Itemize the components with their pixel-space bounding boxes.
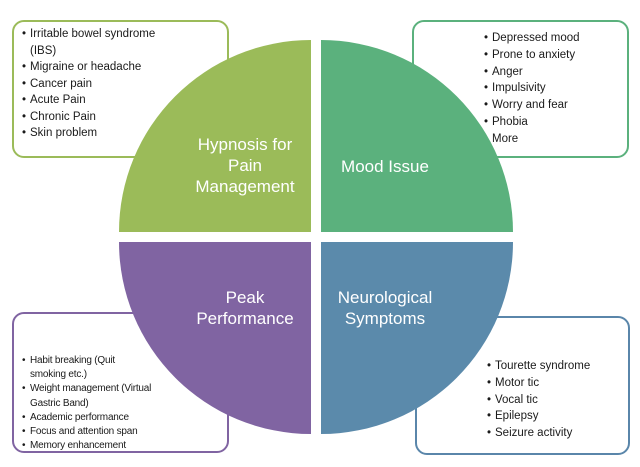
list-item: Depressed mood: [484, 30, 580, 47]
list-item: Prone to anxiety: [484, 47, 580, 64]
label-line: Peak: [225, 288, 265, 307]
list-item: Epilepsy: [487, 408, 590, 425]
pain-conditions-list: Irritable bowel syndrome (IBS) Migraine …: [22, 26, 182, 142]
quadrant-peak-performance: [119, 242, 311, 434]
label-peak-performance: Peak Performance: [180, 287, 310, 329]
list-item: Anger: [484, 64, 580, 81]
label-neurological-symptoms: Neurological Symptoms: [325, 287, 445, 329]
list-item: Irritable bowel syndrome (IBS): [22, 26, 182, 59]
label-line: Neurological: [337, 288, 433, 307]
list-item: Vocal tic: [487, 392, 590, 409]
label-line: Pain: [227, 156, 263, 175]
neurological-symptoms-list: Tourette syndrome Motor tic Vocal tic Ep…: [487, 358, 590, 442]
list-item: Weight management (Virtual Gastric Band): [22, 382, 152, 410]
label-mood-issue: Mood Issue: [330, 156, 440, 177]
list-item: Impulsivity: [484, 80, 580, 97]
label-pain-management: Hypnosis for Pain Management: [180, 134, 310, 197]
list-item: Acute Pain: [22, 92, 182, 109]
mood-issues-list: Depressed mood Prone to anxiety Anger Im…: [484, 30, 580, 148]
label-line: Hypnosis for: [197, 135, 293, 154]
list-item: Cancer pain: [22, 76, 182, 93]
list-item: Skin problem: [22, 125, 182, 142]
list-item: Focus and attention span: [22, 425, 152, 439]
list-item: Seizure activity: [487, 425, 590, 442]
quadrant-mood-issue: [321, 40, 513, 232]
list-item: Tourette syndrome: [487, 358, 590, 375]
list-item: Chronic Pain: [22, 109, 182, 126]
peak-performance-list: Habit breaking (Quit smoking etc.) Weigh…: [22, 354, 152, 454]
list-item: Phobia: [484, 114, 580, 131]
label-line: Mood Issue: [341, 157, 429, 176]
quadrant-neurological-symptoms: [321, 242, 513, 434]
list-item: Migraine or headache: [22, 59, 182, 76]
label-line: Symptoms: [344, 309, 426, 328]
label-line: Management: [195, 177, 295, 196]
list-item: Worry and fear: [484, 97, 580, 114]
quadrant-pain-management: [119, 40, 311, 232]
list-item: Memory enhancement: [22, 439, 152, 453]
list-item: Habit breaking (Quit smoking etc.): [22, 354, 152, 382]
list-item: Academic performance: [22, 411, 152, 425]
label-line: Performance: [196, 309, 294, 328]
list-item: Motor tic: [487, 375, 590, 392]
